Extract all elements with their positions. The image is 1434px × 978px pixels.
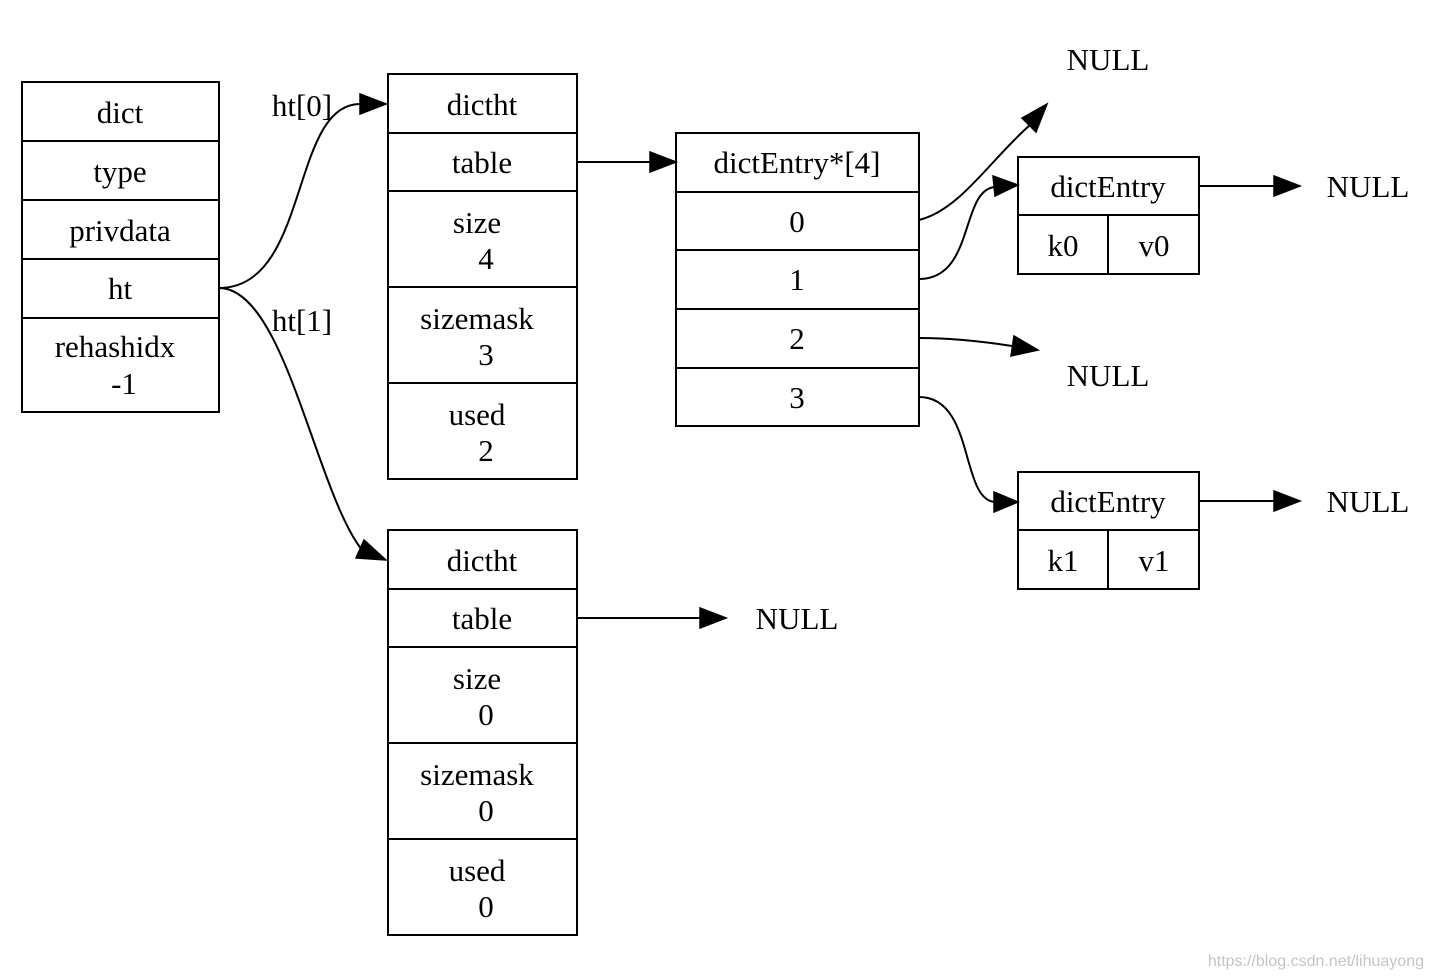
edge-label-ht0: ht[0] <box>272 88 332 123</box>
null-ht1-table: NULL <box>756 601 839 636</box>
dict-field-ht: ht <box>108 271 133 306</box>
dictht-0-table: table <box>452 145 512 180</box>
edge-ht0 <box>218 103 361 289</box>
edge-slot1-arrowhead <box>992 174 1020 198</box>
table-array-node: dictEntry*[4] 0 1 2 3 <box>675 132 920 427</box>
dictht-1-size-value: 0 <box>478 697 494 732</box>
edge-slot0 <box>918 124 1031 221</box>
dictht-0-used-label: used <box>449 397 506 432</box>
table-array-slot-2: 2 <box>789 321 805 356</box>
edge-ht1 <box>218 287 363 551</box>
edges <box>218 92 1303 630</box>
dictht-0-size-label: size <box>453 205 501 240</box>
dictht-1-sizemask-label: sizemask <box>420 757 534 792</box>
dictht-0-sizemask-value: 3 <box>478 337 494 372</box>
dictht-1-table: table <box>452 601 512 636</box>
dictht-0-title: dictht <box>447 87 518 122</box>
null-slot0: NULL <box>1067 42 1150 77</box>
dictht-1-size-label: size <box>453 661 501 696</box>
dictht-0-sizemask-label: sizemask <box>420 301 534 336</box>
dict-entry-1-key: k1 <box>1048 543 1079 578</box>
dictht-1-node: dictht table size 0 sizemask 0 used 0 <box>387 529 578 936</box>
dict-title: dict <box>97 95 144 130</box>
edge-slot1 <box>918 186 996 280</box>
dict-field-type: type <box>93 154 146 189</box>
edge-ht1-table-arrowhead <box>699 606 729 630</box>
dictht-1-sizemask-value: 0 <box>478 793 494 828</box>
watermark: https://blog.csdn.net/lihuayong <box>1208 953 1424 970</box>
dict-field-privdata: privdata <box>69 213 171 248</box>
dict-entry-1-node: dictEntry k1 v1 <box>1017 471 1200 590</box>
edge-ht1-arrowhead <box>354 538 389 561</box>
dict-entry-0-value: v0 <box>1139 228 1170 263</box>
table-array-slot-1: 1 <box>789 262 805 297</box>
edge-entry1-next-arrowhead <box>1273 489 1303 513</box>
dictht-0-node: dictht table size 4 sizemask 3 used 2 <box>387 73 578 480</box>
edge-entry0-next-arrowhead <box>1273 174 1303 198</box>
table-array-title: dictEntry*[4] <box>713 145 880 180</box>
edge-slot2 <box>918 337 1013 347</box>
dict-entry-0-title: dictEntry <box>1050 169 1166 204</box>
table-array-slot-0: 0 <box>789 204 805 239</box>
edge-slot3-arrowhead <box>993 490 1020 514</box>
dict-node: dict type privdata ht rehashidx -1 <box>21 81 220 413</box>
edge-slot2-arrowhead <box>1010 334 1041 357</box>
dictht-0-size-value: 4 <box>478 241 494 276</box>
dict-field-rehashidx-label: rehashidx <box>55 329 176 364</box>
null-slot2: NULL <box>1067 358 1150 393</box>
null-entry1-next: NULL <box>1327 484 1410 519</box>
dictht-1-title: dictht <box>447 543 518 578</box>
table-array-slot-3: 3 <box>789 380 805 415</box>
dictht-1-used-value: 0 <box>478 889 494 924</box>
dictht-1-used-label: used <box>449 853 506 888</box>
edge-ht0-table-arrowhead <box>649 150 679 174</box>
edge-slot3 <box>918 396 996 503</box>
dict-entry-1-title: dictEntry <box>1050 484 1166 519</box>
dict-entry-1-value: v1 <box>1139 543 1170 578</box>
dict-field-rehashidx-value: -1 <box>111 366 137 401</box>
dict-entry-0-node: dictEntry k0 v0 <box>1017 156 1200 275</box>
edge-slot0-arrowhead <box>1020 102 1049 134</box>
null-entry0-next: NULL <box>1327 169 1410 204</box>
dictht-0-used-value: 2 <box>478 433 494 468</box>
edge-ht0-arrowhead <box>359 92 389 116</box>
edge-label-ht1: ht[1] <box>272 303 332 338</box>
dict-entry-0-key: k0 <box>1048 228 1079 263</box>
